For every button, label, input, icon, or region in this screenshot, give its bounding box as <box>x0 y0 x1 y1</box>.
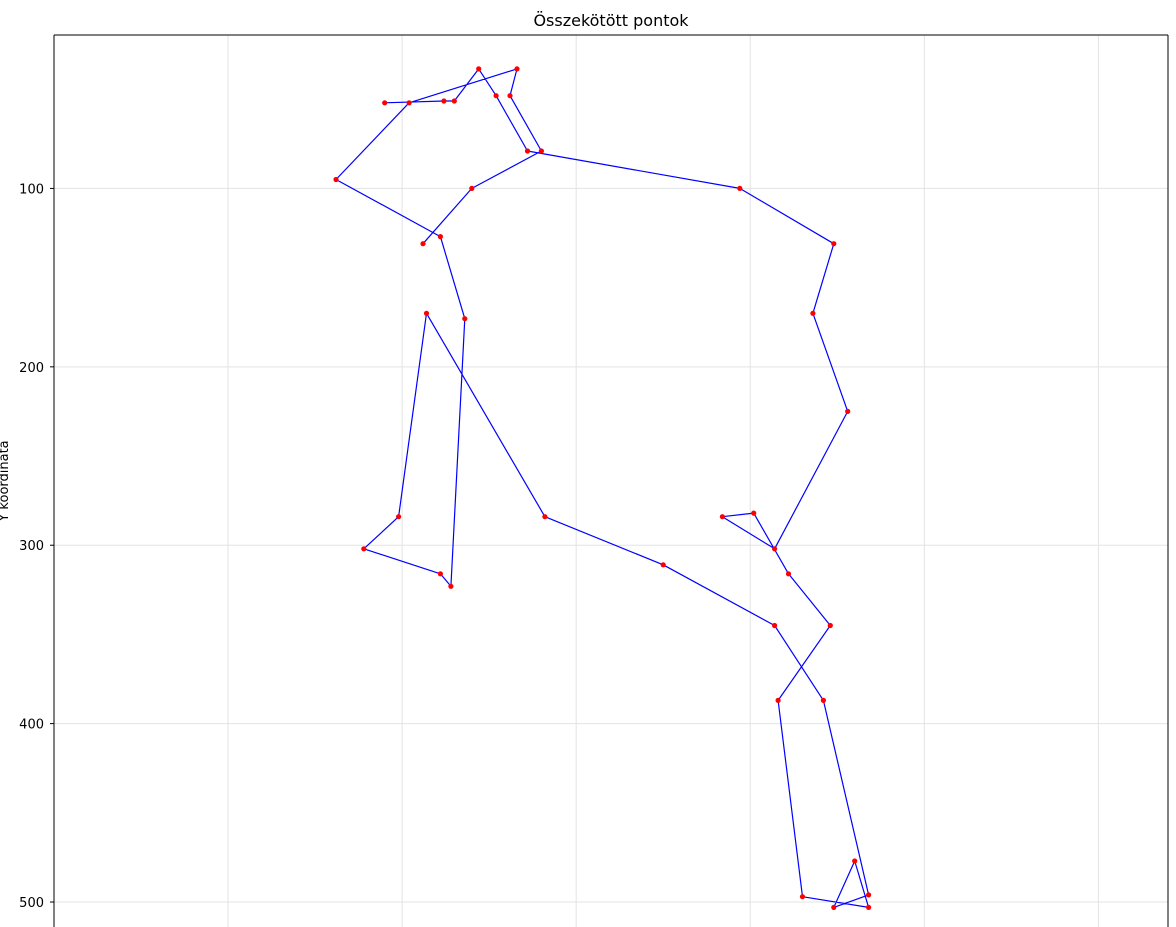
data-point <box>469 185 475 191</box>
y-tick-label: 500 <box>19 896 44 911</box>
data-point <box>852 858 858 864</box>
data-point <box>737 185 743 191</box>
data-point <box>538 148 545 154</box>
data-point <box>441 98 447 104</box>
data-point <box>451 98 457 104</box>
data-point <box>775 697 781 704</box>
data-point <box>493 93 499 99</box>
data-point <box>799 894 806 900</box>
data-point <box>866 892 872 898</box>
data-point <box>437 571 443 577</box>
data-point <box>810 310 816 316</box>
data-point <box>772 546 778 552</box>
data-point <box>437 234 443 240</box>
y-tick-label: 400 <box>19 718 44 733</box>
data-point <box>820 697 827 704</box>
data-point <box>333 176 339 183</box>
data-point <box>507 93 513 99</box>
axes: 100 200 300 400 500 <box>19 34 1169 927</box>
data-point <box>660 562 666 568</box>
data-point <box>420 241 426 247</box>
data-point <box>361 546 367 552</box>
data-point <box>772 622 778 629</box>
data-point <box>448 583 454 589</box>
data-point <box>785 571 792 577</box>
y-tick-label: 300 <box>19 539 44 554</box>
data-point <box>514 66 520 72</box>
series-layer <box>333 66 872 911</box>
data-point <box>462 316 468 322</box>
data-point <box>406 100 412 106</box>
data-point <box>751 510 757 516</box>
data-point <box>524 148 531 154</box>
data-point <box>476 66 482 72</box>
grid <box>54 35 1168 927</box>
y-tick-label: 200 <box>19 361 44 376</box>
data-point <box>866 904 872 911</box>
data-point <box>542 514 548 520</box>
data-point <box>845 408 851 414</box>
y-axis-label: Y koordináta <box>0 440 12 522</box>
plot-background <box>54 35 1168 927</box>
data-point <box>396 514 402 520</box>
data-point <box>382 100 388 106</box>
data-point <box>827 622 833 629</box>
data-point <box>831 904 837 911</box>
data-point <box>423 310 430 316</box>
y-tick-label: 100 <box>19 182 44 197</box>
data-point <box>719 514 726 520</box>
data-point <box>831 241 837 247</box>
chart-title: Összekötött pontok <box>533 11 689 30</box>
